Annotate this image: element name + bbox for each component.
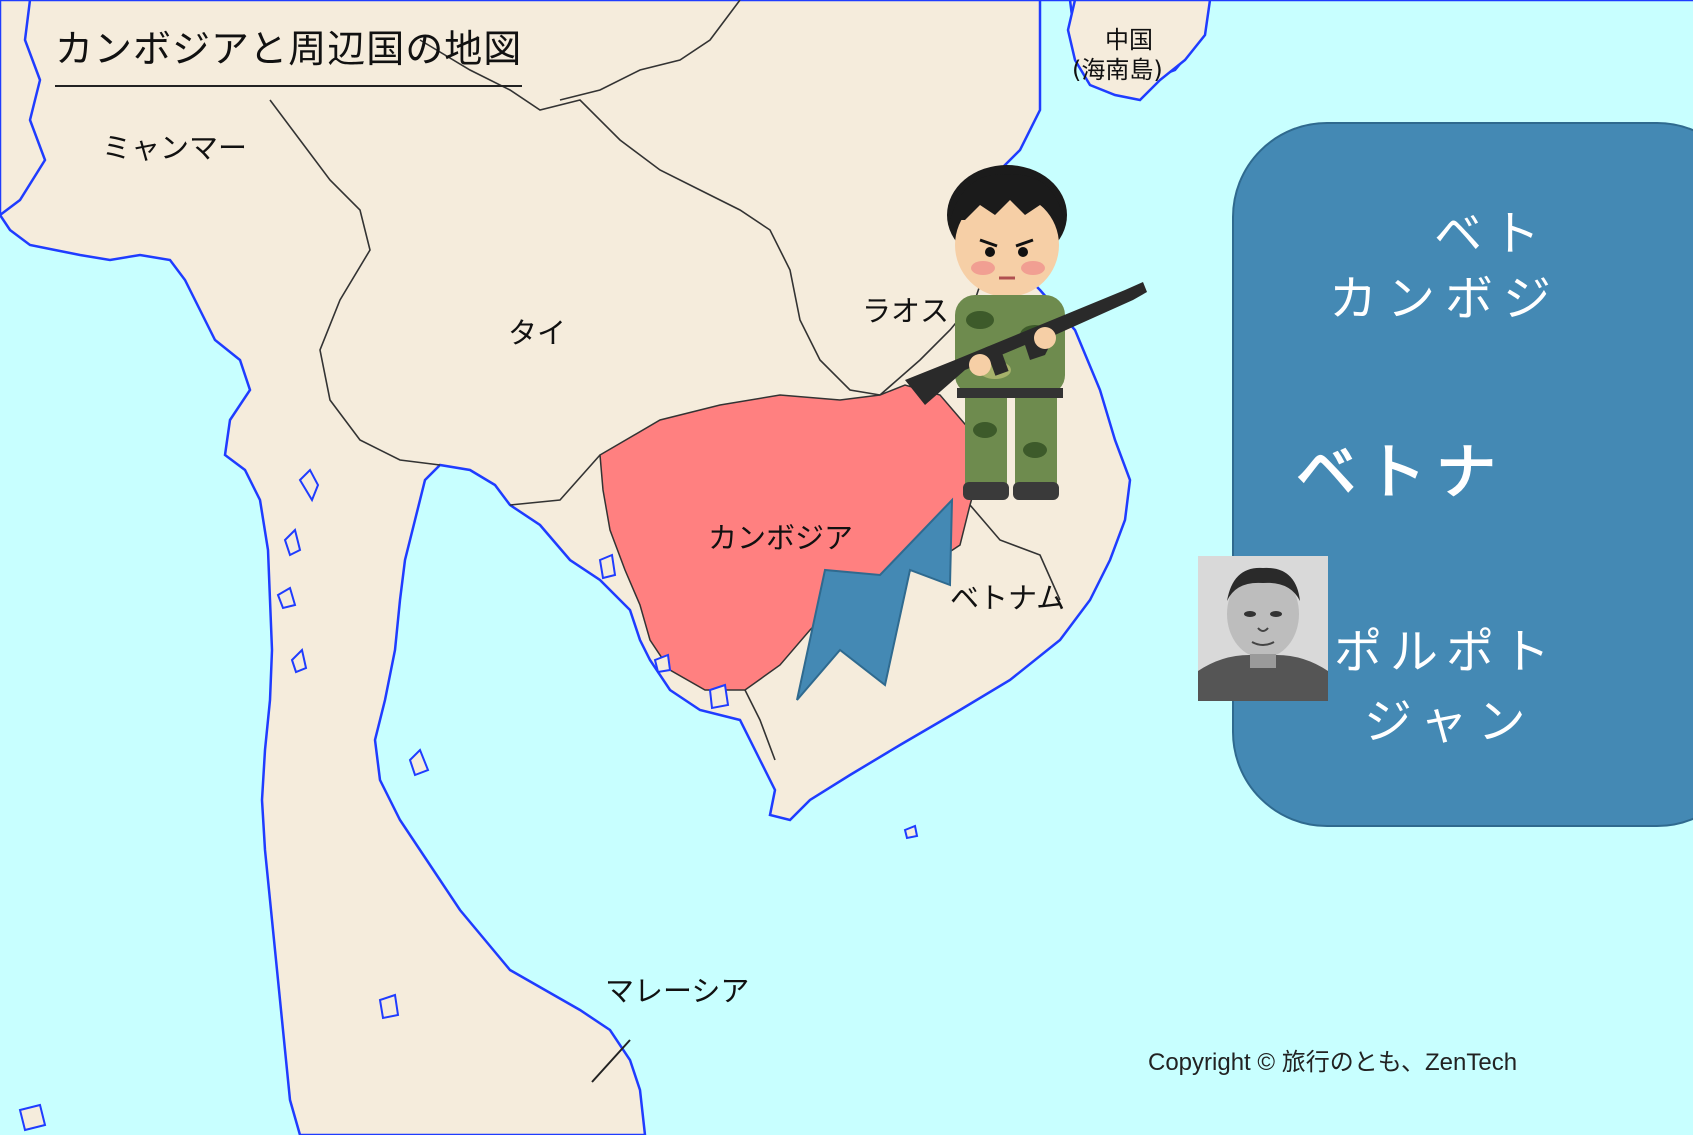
land-west-coast [0, 0, 47, 217]
info-line-2: カンボジ [1329, 271, 1562, 327]
hainan-island [1066, 0, 1212, 102]
malaysia-pointer [591, 1039, 631, 1083]
invasion-arrow [796, 497, 954, 701]
label-myanmar: ミャンマー [102, 131, 248, 165]
label-thailand: タイ [508, 316, 567, 350]
label-vietnam: ベトナム [950, 581, 1066, 615]
info-line-3: ベトナ [1296, 438, 1506, 508]
small-islands [18, 468, 919, 1132]
info-line-5: ジャン [1364, 694, 1536, 750]
country-borders [269, 0, 1061, 761]
map-title: カンボジアと周辺国の地図 [55, 18, 523, 87]
info-line-1: ベト [1434, 206, 1551, 262]
soldier-illustration [905, 165, 1147, 500]
label-laos: ラオス [862, 294, 950, 328]
info-box: ベト カンボジ ベトナ ポルポト ジャン [1232, 122, 1693, 827]
info-line-4: ポルポト [1334, 624, 1559, 680]
label-cambodia: カンボジア [708, 521, 854, 555]
label-china: 中国 [1105, 26, 1153, 54]
copyright-notice: Copyright © 旅行のとも、ZenTech [1148, 1049, 1518, 1076]
portrait-photo [1198, 556, 1328, 701]
label-hainan: (海南島) [1072, 56, 1163, 84]
label-malaysia: マレーシア [605, 974, 750, 1008]
